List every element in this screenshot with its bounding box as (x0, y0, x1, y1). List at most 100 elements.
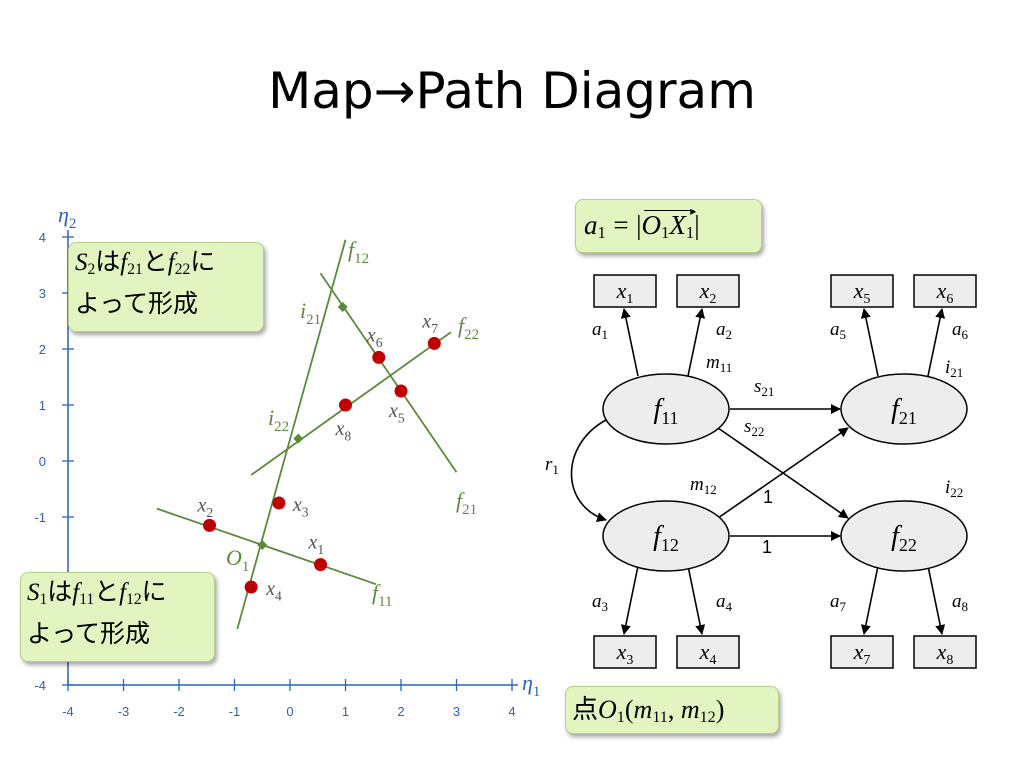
factor-line-label-f21: f21 (456, 488, 477, 518)
ellipse-f11 (602, 373, 730, 445)
intersection-i21 (337, 302, 348, 312)
x-tick-label: -1 (229, 704, 241, 719)
label-x5: x5 (853, 278, 871, 307)
x-tick-label: -2 (173, 704, 185, 719)
data-point-x8 (339, 398, 352, 412)
path-label-m11: m11 (706, 352, 732, 375)
data-point-x1 (314, 558, 328, 572)
intersection-i22 (293, 433, 304, 444)
intersection-points (257, 302, 348, 550)
axis-label-eta2: η2 (58, 202, 76, 232)
label-f11: f11 (653, 394, 678, 428)
callout-s1: S1はf11とf12に よって形成 (20, 572, 215, 662)
callout-s1-line1: S1はf11とf12に (27, 577, 167, 608)
label-x1: x1 (616, 278, 634, 307)
data-point-label-x6: x6 (366, 324, 383, 350)
box-x1 (593, 274, 657, 308)
box-x2 (676, 274, 740, 308)
arrow-f21-x6 (927, 308, 946, 377)
ellipse-f12 (602, 500, 730, 572)
data-point-x3 (272, 496, 286, 510)
arrow-f11-x2 (687, 308, 706, 377)
box-x3 (593, 635, 657, 669)
path-label-i21: i21 (945, 357, 963, 380)
intersection-label-i22: i22 (268, 405, 289, 435)
data-point-x5 (394, 384, 408, 398)
path-label-a8: a8 (952, 591, 968, 614)
callout-point-o1: 点O1(m11, m12) (565, 686, 779, 734)
callout-s1-line2: よって形成 (27, 619, 151, 648)
label-f12: f12 (653, 521, 679, 555)
factor-line-f12 (236, 239, 347, 630)
box-x7 (830, 635, 894, 669)
y-tick-label: 0 (39, 454, 46, 469)
y-tick-label: 4 (39, 230, 46, 245)
data-point-label-x7: x7 (421, 310, 438, 336)
arrow-f12-f21 (717, 427, 849, 519)
path-label-one-a: 1 (763, 487, 773, 507)
box-x5 (830, 274, 894, 308)
point-o1-text: 点O1(m11, m12) (572, 695, 725, 727)
x-tick-label: 2 (397, 704, 404, 719)
ellipse-f22 (840, 500, 968, 572)
label-x8: x8 (936, 639, 954, 668)
factor-line-label-f22: f22 (458, 313, 479, 343)
formula-text: a1 = |▸O1X1| (584, 204, 700, 250)
path-label-m12: m12 (690, 474, 717, 497)
callout-s2: S2はf21とf22に よって形成 (68, 242, 264, 332)
label-f22: f22 (891, 521, 917, 555)
data-point-x7 (427, 336, 441, 350)
factor-line-label-f12: f12 (348, 237, 369, 267)
y-tick-label: 3 (39, 286, 46, 301)
label-x2: x2 (699, 278, 717, 307)
path-label-a3: a3 (592, 591, 608, 614)
y-tick-label: 2 (39, 342, 46, 357)
y-tick-label: -4 (34, 678, 46, 693)
path-label-s21: s21 (754, 376, 774, 399)
covariance-arc-r1 (570, 411, 617, 522)
data-point-x6 (372, 350, 386, 364)
x-tick-label: -4 (62, 704, 74, 719)
data-point-label-x3: x3 (292, 494, 309, 520)
intersection-O1 (257, 540, 268, 550)
callout-formula: a1 = |▸O1X1| (575, 199, 762, 253)
data-point-label-x2: x2 (197, 494, 214, 520)
callout-s2-line1: S2はf21とf22に (75, 247, 216, 278)
x-tick-label: -3 (118, 704, 130, 719)
arrow-f11-x1 (620, 308, 639, 377)
data-point-label-x4: x4 (265, 578, 282, 604)
arrow-f12-x4 (687, 565, 706, 635)
intersection-label-i21: i21 (300, 298, 321, 328)
data-points (203, 336, 441, 594)
box-x8 (913, 635, 977, 669)
data-point-label-x8: x8 (335, 418, 352, 444)
arrow-f22-x7 (860, 565, 879, 635)
y-tick-label: -1 (34, 510, 46, 525)
label-x3: x3 (616, 639, 634, 668)
path-label-a5: a5 (830, 319, 846, 342)
path-label-one-b: 1 (762, 537, 772, 557)
callout-s2-line2: よって形成 (75, 289, 199, 318)
data-point-label-x1: x1 (308, 532, 325, 558)
factor-line-f11 (156, 507, 377, 586)
ellipse-f21 (840, 373, 968, 445)
box-x4 (676, 635, 740, 669)
x-tick-label: 4 (508, 704, 515, 719)
data-point-x2 (203, 518, 217, 532)
vector-o1x1: ▸O1X1 (641, 204, 697, 243)
slide-title: Map→Path Diagram (268, 62, 756, 120)
path-label-a6: a6 (952, 319, 969, 342)
label-x7: x7 (853, 639, 871, 668)
factor-line-label-f11: f11 (372, 580, 393, 610)
axis-label-eta1: η1 (522, 670, 540, 700)
x-tick-label: 1 (342, 704, 349, 719)
data-point-x4 (244, 580, 258, 594)
label-x6: x6 (936, 278, 954, 307)
factor-line-f21 (319, 272, 458, 473)
path-label-s22: s22 (744, 416, 764, 439)
path-label-a4: a4 (716, 591, 733, 614)
